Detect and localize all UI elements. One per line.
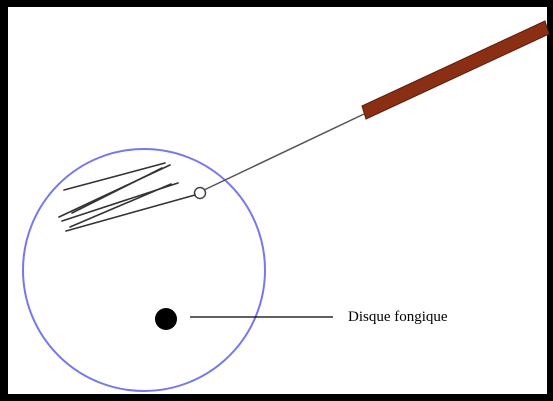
needle-wire xyxy=(204,114,364,190)
streak-lines xyxy=(59,163,195,231)
fungal-disc xyxy=(155,308,177,330)
fungal-disc-label: Disque fongique xyxy=(348,309,448,325)
petri-dish xyxy=(23,149,265,391)
needle-handle xyxy=(362,21,549,119)
needle-loop xyxy=(195,188,206,199)
